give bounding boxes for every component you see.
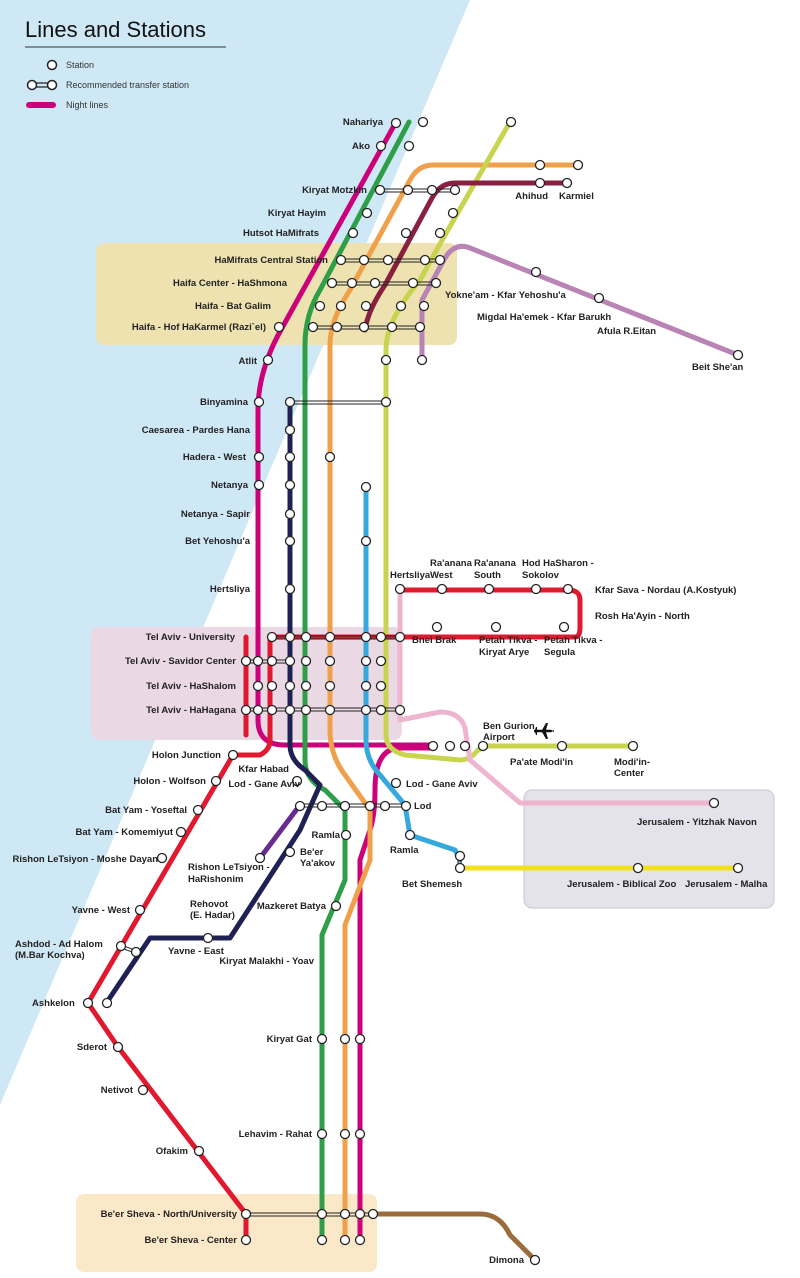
- station-beer-sheva-north[interactable]: Be'er Sheva - North/University: [101, 1209, 238, 1220]
- station-bet-yehoshua[interactable]: Bet Yehoshu'a: [185, 536, 251, 547]
- station-ofakim[interactable]: Ofakim: [156, 1146, 188, 1157]
- station-lod[interactable]: Lod: [414, 801, 432, 812]
- station-yavne-west[interactable]: Yavne - West: [72, 905, 131, 916]
- station-holon-wolfson[interactable]: Holon - Wolfson: [133, 776, 206, 787]
- station-bnei-brak[interactable]: Bnei Brak: [412, 635, 457, 646]
- station-yavne-east[interactable]: Yavne - East: [168, 946, 225, 957]
- station-kfar-habad[interactable]: Kfar Habad: [238, 764, 289, 775]
- station-jlm-zoo[interactable]: Jerusalem - Biblical Zoo: [567, 879, 676, 890]
- station-kiryat-motzkin[interactable]: Kiryat Motzkin: [302, 185, 367, 196]
- station-bat-yam-yoseftal[interactable]: Bat Yam - Yoseftal: [105, 805, 187, 816]
- station-ta-savidor[interactable]: Tel Aviv - Savidor Center: [125, 656, 236, 667]
- station-paate-modiin[interactable]: Pa'ate Modi'in: [510, 757, 573, 768]
- station-jlm-navon[interactable]: Jerusalem - Yitzhak Navon: [637, 817, 757, 828]
- station-rosh-haayin[interactable]: Rosh Ha'Ayin - North: [595, 611, 690, 622]
- station-binyamina[interactable]: Binyamina: [200, 397, 249, 408]
- station-ahihud[interactable]: Ahihud: [515, 191, 548, 202]
- green-line: [302, 119, 412, 1243]
- station-bat-yam-komemiyut[interactable]: Bat Yam - Komemiyut: [76, 827, 174, 838]
- brown-line: [370, 1211, 538, 1263]
- station-rishon-harishonim[interactable]: Rishon LeTsiyon -HaRishonim: [188, 862, 270, 885]
- station-kiryat-hayim[interactable]: Kiryat Hayim: [268, 208, 326, 219]
- station-ramla-left[interactable]: Ramla: [311, 830, 340, 841]
- station-caesarea[interactable]: Caesarea - Pardes Hana: [142, 425, 251, 436]
- blue-line: [363, 484, 463, 863]
- maroon-line: [362, 180, 570, 333]
- station-ashdod[interactable]: Ashdod - Ad Halom(M.Bar Kochva): [15, 939, 103, 961]
- station-sderot[interactable]: Sderot: [77, 1042, 108, 1053]
- station-hadera[interactable]: Hadera - West: [183, 452, 247, 463]
- violet-line: [257, 802, 303, 861]
- station-hertsliya-west[interactable]: Hertsliya: [390, 570, 431, 581]
- station-kfar-sava[interactable]: Kfar Sava - Nordau (A.Kostyuk): [595, 585, 736, 596]
- station-mazkeret-batya[interactable]: Mazkeret Batya: [257, 901, 327, 912]
- station-bet-shemesh[interactable]: Bet Shemesh: [402, 879, 462, 890]
- purple-line: [419, 243, 741, 365]
- night-line: [255, 119, 436, 748]
- station-haifa-center[interactable]: Haifa Center - HaShmona: [173, 278, 288, 289]
- legend-transfer-icon: [26, 79, 58, 91]
- station-beer-sheva-center[interactable]: Be'er Sheva - Center: [144, 1235, 237, 1246]
- station-migdal[interactable]: Migdal Ha'emek - Kfar Barukh: [477, 312, 611, 323]
- station-netanya[interactable]: Netanya: [211, 480, 249, 491]
- map-title: Lines and Stations: [25, 17, 206, 42]
- station-lod-gane-aviv-left[interactable]: Lod - Gane Aviv: [228, 779, 300, 790]
- legend-station-label: Station: [66, 60, 94, 70]
- station-hod-hasharon[interactable]: Hod HaSharon -Sokolov: [522, 558, 594, 581]
- station-beit-shean[interactable]: Beit She'an: [692, 362, 744, 373]
- station-lehavim[interactable]: Lehavim - Rahat: [239, 1129, 313, 1140]
- station-ta-university[interactable]: Tel Aviv - University: [146, 632, 236, 643]
- airplane-icon: [534, 723, 554, 739]
- station-haifa-hof[interactable]: Haifa - Hof HaKarmel (Razi`el): [132, 322, 266, 333]
- station-netivot[interactable]: Netivot: [101, 1085, 134, 1096]
- station-nahariya[interactable]: Nahariya: [343, 117, 384, 128]
- legend-transfer-label: Recommended transfer station: [66, 80, 189, 90]
- station-hamifrats-central[interactable]: HaMifrats Central Station: [215, 255, 329, 266]
- station-ramla-right[interactable]: Ramla: [390, 845, 419, 856]
- station-afula[interactable]: Afula R.Eitan: [597, 326, 656, 337]
- station-hertsliya[interactable]: Hertsliya: [210, 584, 251, 595]
- navy-line: [104, 400, 323, 1005]
- station-atlit[interactable]: Atlit: [239, 356, 258, 367]
- red-line-coastal: [85, 637, 273, 1243]
- legend-night-label: Night lines: [66, 100, 109, 110]
- station-holon-junction[interactable]: Holon Junction: [152, 750, 221, 761]
- station-jlm-malha[interactable]: Jerusalem - Malha: [685, 879, 768, 890]
- jerusalem-zone: [523, 789, 775, 909]
- station-netanya-sapir[interactable]: Netanya - Sapir: [181, 509, 250, 520]
- legend-station-icon: [46, 59, 58, 71]
- beersheva-zone: [76, 1194, 377, 1272]
- station-modiin-center[interactable]: Modi'in-Center: [614, 757, 650, 779]
- station-dimona[interactable]: Dimona: [489, 1255, 525, 1266]
- station-ashkelon[interactable]: Ashkelon: [32, 998, 75, 1009]
- station-pt-kiryat-arye[interactable]: Petah Tikva -Kiryat Arye: [479, 635, 537, 658]
- station-ta-hashalom[interactable]: Tel Aviv - HaShalom: [146, 681, 236, 692]
- station-kiryat-gat[interactable]: Kiryat Gat: [267, 1034, 313, 1045]
- station-ta-hahagana[interactable]: Tel Aviv - HaHagana: [146, 705, 237, 716]
- station-yokneam[interactable]: Yokne'am - Kfar Yehoshu'a: [445, 290, 567, 301]
- station-ako[interactable]: Ako: [352, 141, 370, 152]
- station-hutsot[interactable]: Hutsot HaMifrats: [243, 228, 319, 239]
- station-karmiel[interactable]: Karmiel: [559, 191, 594, 202]
- station-kiryat-malakhi[interactable]: Kiryat Malakhi - Yoav: [219, 956, 314, 967]
- station-haifa-bat-galim[interactable]: Haifa - Bat Galim: [195, 301, 271, 312]
- station-rishon-moshe-dayan[interactable]: Rishon LeTsiyon - Moshe Dayan: [12, 854, 158, 865]
- station-lod-gane-aviv-right[interactable]: Lod - Gane Aviv: [406, 779, 478, 790]
- station-rehovot[interactable]: Rehovot(E. Hadar): [190, 899, 235, 921]
- station-pt-segula[interactable]: Petah Tikva -Segula: [544, 635, 602, 658]
